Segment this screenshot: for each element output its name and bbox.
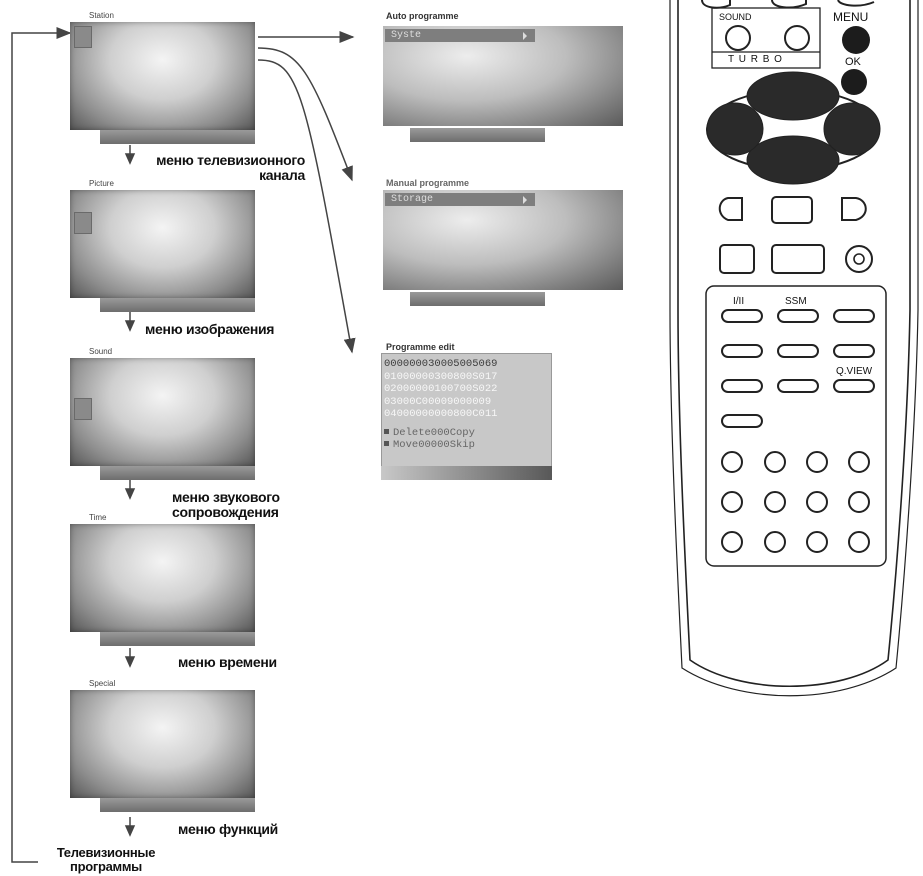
speaker-icon: [74, 398, 92, 420]
bullet-icon: [384, 441, 389, 447]
i-ii-label: I/II: [733, 296, 745, 307]
caption-special: меню функций: [178, 821, 278, 837]
caption-sound: меню звукового сопровождения: [172, 490, 280, 520]
caption-line: меню телевизионного: [156, 152, 305, 168]
submenu-title-auto: Auto programme: [386, 11, 459, 21]
caption-picture: меню изображения: [145, 321, 275, 337]
return-loop-line: [11, 27, 72, 863]
programme-edit-bar: [381, 466, 552, 480]
screen-tab: [100, 298, 255, 312]
command-label: Move00000Skip: [393, 438, 475, 451]
down-arrows: [124, 145, 136, 837]
programme-row: 03000C00009000009: [384, 395, 492, 408]
turbo-label: T U R B O: [728, 54, 783, 65]
caption-time: меню времени: [178, 654, 277, 670]
submenu-title-edit: Programme edit: [386, 342, 455, 352]
menu-title-picture: Picture: [89, 179, 114, 188]
submenu-title-manual: Manual programme: [386, 178, 470, 188]
station-icon: [74, 26, 92, 48]
screen-picture: [70, 190, 255, 298]
move-skip-command: Move00000Skip: [382, 439, 551, 451]
caption-tv-programs: Телевизионные программы: [36, 846, 176, 874]
menu-title-sound: Sound: [89, 347, 113, 356]
screen-manual-programme: Storage: [383, 190, 623, 290]
ok-label: OK: [845, 56, 861, 68]
sound-label: SOUND: [719, 12, 752, 22]
caption-line: меню звукового: [172, 489, 280, 505]
screen-special: [70, 690, 255, 798]
caption-line: сопровождения: [172, 504, 279, 520]
programme-row: 04000000000800C011: [384, 408, 498, 420]
arrow-to-edit: [257, 59, 356, 354]
menu-title-station: Station: [89, 11, 114, 20]
menu-title-time: Time: [89, 513, 107, 522]
screen-tab: [410, 292, 545, 306]
screen-tab: [100, 632, 255, 646]
screen-time: [70, 524, 255, 632]
menu-label: MENU: [833, 10, 869, 24]
arrow-to-manual: [257, 47, 353, 182]
auto-system-bar: Syste: [385, 29, 535, 42]
ssm-label: SSM: [785, 296, 807, 307]
programme-row: 02000000100700S022: [384, 383, 498, 395]
screen-auto-programme: Syste: [383, 26, 623, 126]
screen-sound: [70, 358, 255, 466]
caption-station: меню телевизионного канала: [145, 153, 305, 183]
bullet-icon: [384, 429, 389, 435]
caption-line: канала: [259, 167, 305, 183]
caption-line: Телевизионные: [56, 845, 156, 860]
delete-copy-command: Delete000Copy: [382, 427, 551, 439]
qview-label: Q.VIEW: [836, 366, 873, 377]
command-label: Delete000Copy: [393, 426, 475, 439]
screen-tab: [410, 128, 545, 142]
caption-line: программы: [70, 859, 142, 874]
manual-storage-bar: Storage: [385, 193, 535, 206]
programme-edit-panel: 000000030005005069 01000000300800S017 02…: [381, 353, 552, 467]
menu-title-special: Special: [89, 679, 116, 688]
programme-row: 000000030005005069: [384, 358, 498, 370]
screen-tab: [100, 798, 255, 812]
screen-station: [70, 22, 255, 130]
remote-control: [669, 0, 919, 697]
picture-icon: [74, 212, 92, 234]
programme-row: 01000000300800S017: [384, 370, 498, 383]
screen-tab: [100, 466, 255, 480]
screen-tab: [100, 130, 255, 144]
